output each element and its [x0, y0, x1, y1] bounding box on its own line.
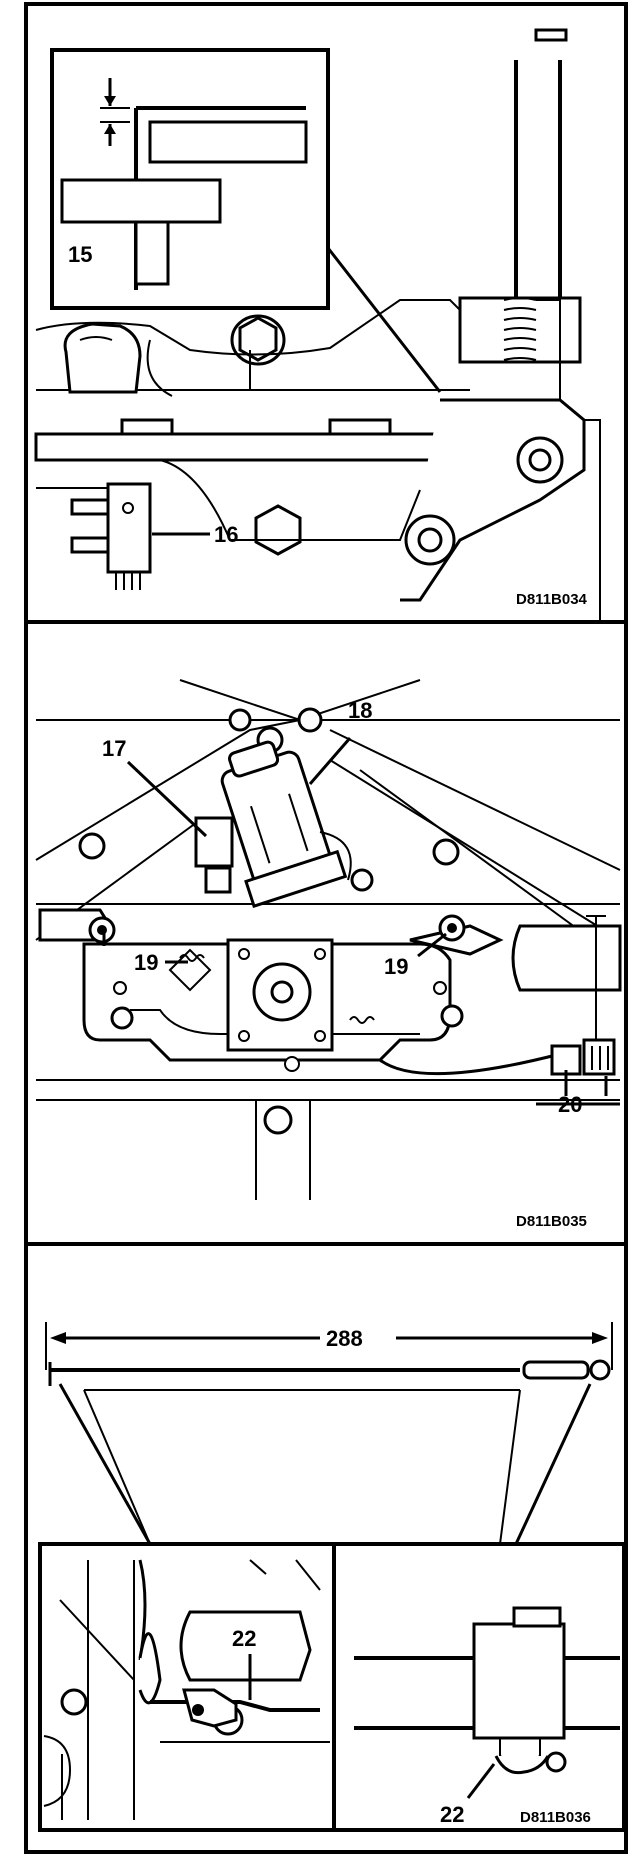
- callout-16: 16: [214, 522, 238, 547]
- callout-22-right: 22: [440, 1802, 464, 1827]
- wiring-harness: [379, 915, 622, 1076]
- callout-22-left: 22: [232, 1626, 256, 1651]
- window-motor: [194, 740, 374, 909]
- callout-15: 15: [68, 242, 92, 267]
- rod-clip-closeup: [43, 1559, 330, 1831]
- regulator-plate: [38, 908, 504, 1072]
- inset-leader-right: [514, 1383, 592, 1545]
- panel-2-motor-assembly: 17 18 19 19 20 D811B035: [24, 620, 628, 1246]
- dimension-288: 288: [45, 1322, 613, 1370]
- callout-17: 17: [102, 736, 126, 761]
- callout-19-right: 19: [384, 954, 408, 979]
- callout-17-leader: [126, 760, 208, 838]
- operating-rod: [48, 1359, 611, 1386]
- callout-20-leaders: [564, 1070, 608, 1096]
- dimension-value: 288: [326, 1326, 363, 1351]
- callout-22b-leader: [466, 1763, 496, 1799]
- inset-clearance-detail: [50, 48, 330, 310]
- callout-18-leader: [308, 737, 352, 785]
- rod-end-closeup: [354, 1606, 620, 1775]
- inset-left-frame: [38, 1542, 336, 1832]
- lock-housing-drawing: [34, 28, 601, 620]
- figure-code-d811b034: D811B034: [516, 591, 588, 608]
- callout-20: 20: [558, 1092, 582, 1117]
- inset-leader-line: [326, 247, 442, 393]
- callout-18: 18: [348, 698, 372, 723]
- figure-code-d811b036: D811B036: [520, 1809, 591, 1826]
- panel-1-handle-detail: 15 16 D811B034: [24, 2, 628, 624]
- callout-19b-leader: [417, 932, 447, 958]
- inset-leader-left: [58, 1383, 152, 1545]
- panel-3-rod-length: 288: [24, 1242, 628, 1854]
- figure-code-d811b035: D811B035: [516, 1213, 587, 1230]
- callout-19-left: 19: [134, 950, 158, 975]
